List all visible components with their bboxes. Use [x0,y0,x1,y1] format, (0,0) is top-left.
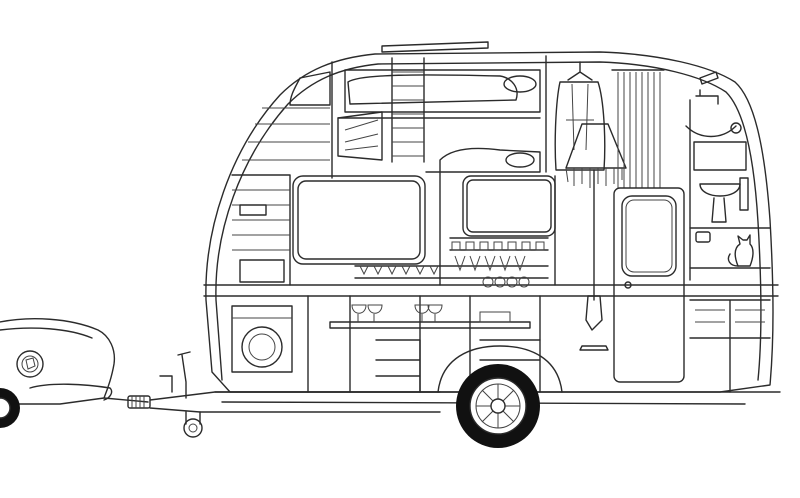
window-left-icon [292,175,426,265]
caravan-icon [203,41,781,405]
ladder-icon [391,57,425,163]
mirror-cabinet-icon [693,141,747,171]
sink-icon [699,183,741,197]
oven-icon [239,259,285,283]
wheel-icon [437,345,563,448]
bathroom-section [685,89,771,393]
upper-bunk [337,69,541,173]
coat-hanger-icon [545,55,606,173]
washing-machine-icon [231,305,293,373]
car-icon [0,318,116,428]
glass-shelf [354,255,549,288]
kitchen-section [231,61,383,286]
cat-icon [727,234,754,267]
cup-shelf [449,237,549,251]
curtain-icon [611,69,665,188]
dining-table [329,321,531,329]
hitch-drawbar [103,351,441,438]
window-center-icon [462,175,556,237]
door-icon [613,187,685,383]
dining-area [307,295,541,393]
lamp-icon [565,123,627,351]
